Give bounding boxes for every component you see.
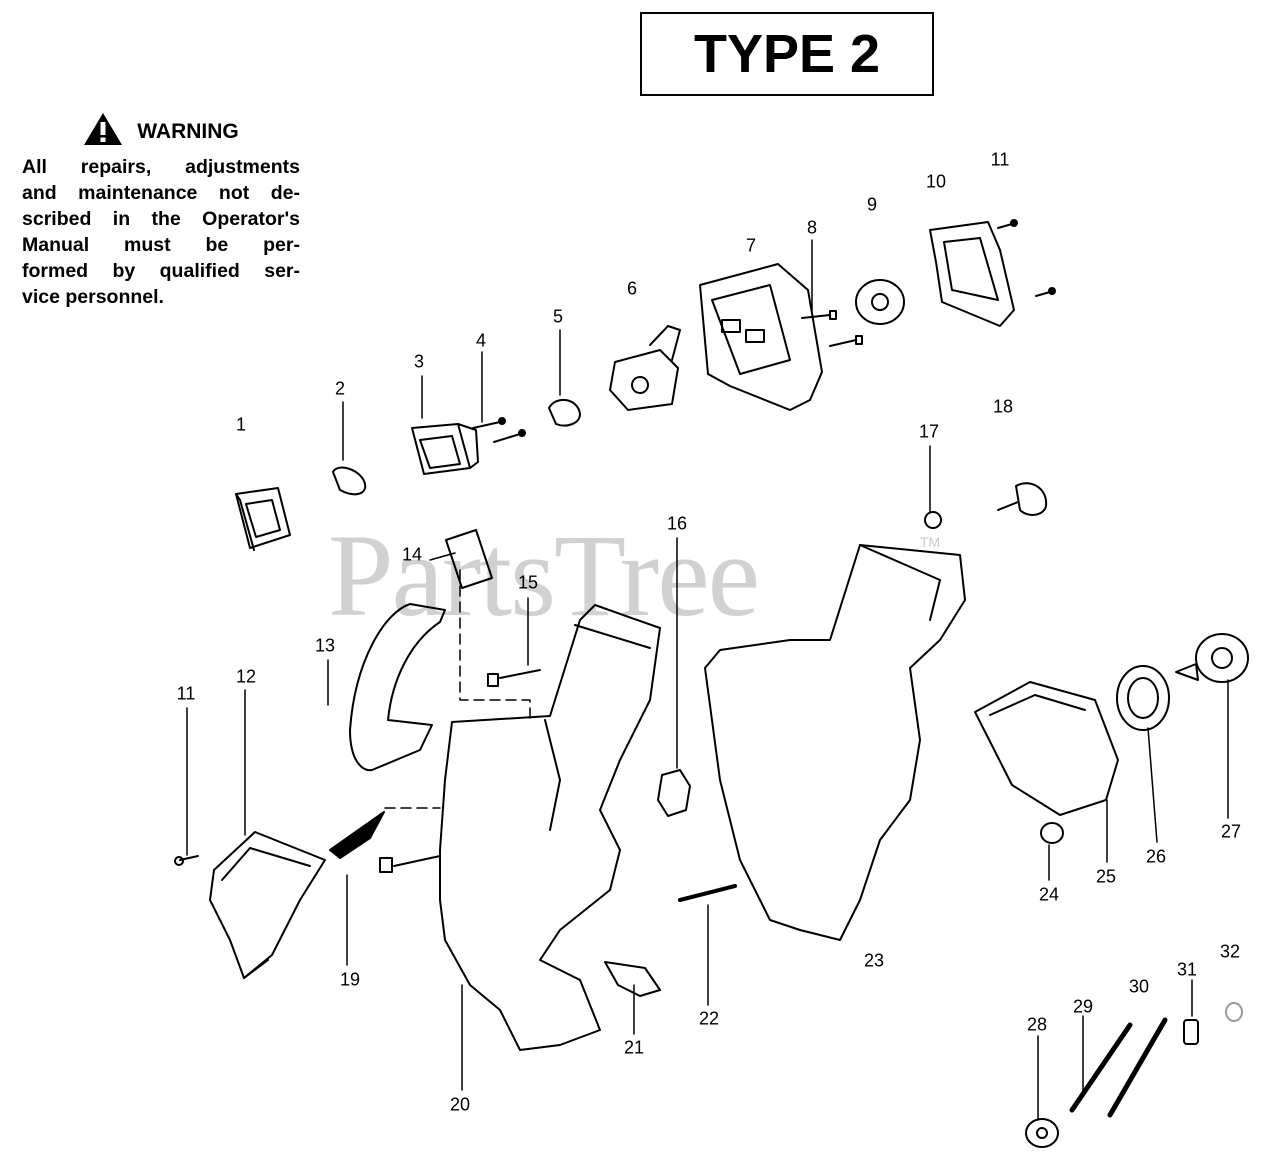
callout-20: 20	[449, 1094, 471, 1115]
callout-31: 31	[1176, 959, 1198, 980]
part-24-plug	[1040, 822, 1064, 844]
callout-3: 3	[413, 351, 425, 372]
part-13-handle	[349, 603, 446, 772]
callout-4: 4	[475, 330, 487, 351]
type-label: TYPE 2	[693, 24, 881, 84]
callout-5: 5	[552, 306, 564, 327]
part-23-volute-housing	[704, 544, 966, 941]
warning-line: and maintenance not de-	[22, 182, 300, 204]
callout-26: 26	[1145, 846, 1167, 867]
part-12-shroud	[209, 831, 326, 979]
part-18-knob	[997, 482, 1048, 516]
part-6-carburetor	[609, 325, 681, 411]
callout-14: 14	[401, 544, 423, 565]
part-22-pin	[678, 884, 737, 902]
callout-19: 19	[339, 969, 361, 990]
callout-27: 27	[1220, 821, 1242, 842]
callout-17: 17	[918, 421, 940, 442]
part-21-clip	[604, 961, 661, 997]
callout-1: 1	[235, 414, 247, 435]
callout-8: 8	[806, 217, 818, 238]
callout-25: 25	[1095, 866, 1117, 887]
part-5-cap	[548, 398, 581, 427]
part-9-spacer	[855, 279, 905, 325]
part-4-screws	[472, 417, 526, 443]
callout-10: 10	[925, 171, 947, 192]
part-7-cover-plate	[699, 263, 823, 411]
part-28-washer	[1025, 1118, 1059, 1148]
part-10-bracket	[929, 221, 1015, 327]
callout-16: 16	[666, 513, 688, 534]
callout-15: 15	[517, 572, 539, 593]
part-32-grommet	[1225, 1002, 1243, 1022]
part-2-clip	[332, 466, 367, 496]
watermark-trademark: TM	[920, 534, 941, 550]
part-1-gasket	[235, 487, 291, 551]
callout-23: 23	[863, 950, 885, 971]
leader-lines	[186, 239, 1229, 1121]
part-16-gear	[657, 769, 691, 817]
callout-32: 32	[1219, 941, 1241, 962]
warning-line: Manual must be per-	[22, 234, 300, 256]
callout-7: 7	[745, 235, 757, 256]
callout-6: 6	[626, 278, 638, 299]
callout-29: 29	[1072, 996, 1094, 1017]
callout-21: 21	[623, 1037, 645, 1058]
callout-18: 18	[992, 396, 1014, 417]
warning-line: All repairs, adjustments	[22, 156, 300, 178]
partstree-watermark: PartsTree	[328, 510, 760, 641]
callout-13: 13	[314, 635, 336, 656]
part-31-fuel-filter	[1183, 1019, 1199, 1045]
part-27-hub	[1175, 633, 1249, 683]
callout-9: 9	[866, 194, 878, 215]
warning-text: All repairs, adjustments and maintenance…	[22, 154, 300, 310]
warning-title: WARNING	[137, 120, 239, 143]
part-15-bolt	[487, 669, 541, 687]
part-26-seal-ring	[1116, 665, 1170, 731]
part-29-fuel-line	[1069, 1022, 1133, 1113]
part-14-pad	[445, 529, 493, 589]
callout-11-top: 11	[990, 149, 1010, 170]
callout-28: 28	[1026, 1014, 1048, 1035]
warning-line: vice personnel.	[22, 286, 164, 308]
warning-triangle-icon	[83, 112, 123, 152]
callout-22: 22	[698, 1008, 720, 1029]
callout-12: 12	[235, 666, 257, 687]
part-8-bolts	[801, 310, 863, 347]
type-label-box: TYPE 2	[640, 12, 934, 96]
callout-11-left: 11	[176, 683, 196, 704]
part-3-intake-block	[411, 423, 479, 475]
part-20-main-housing	[379, 604, 661, 1051]
callout-30: 30	[1128, 976, 1150, 997]
dashed-assembly-lines	[384, 569, 531, 809]
part-19-filter	[329, 811, 385, 859]
part-25-impeller	[974, 681, 1119, 816]
callout-24: 24	[1038, 884, 1060, 905]
part-17-nut	[924, 511, 942, 529]
part-30-fuel-line	[1107, 1017, 1168, 1118]
part-11-screw-left	[174, 855, 199, 866]
warning-line: formed by qualified ser-	[22, 260, 300, 282]
warning-line: scribed in the Operator's	[22, 208, 300, 230]
warning-header: WARNING	[22, 112, 300, 152]
warning-block: WARNING All repairs, adjustments and mai…	[22, 112, 300, 310]
part-11-screws-top	[997, 219, 1056, 297]
callout-2: 2	[334, 378, 346, 399]
